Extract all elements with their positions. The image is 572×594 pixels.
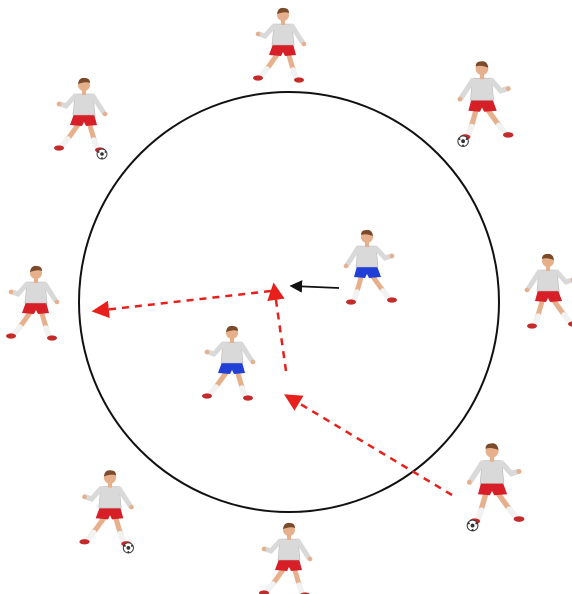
ball-icon	[467, 520, 478, 531]
ball-icon	[97, 149, 107, 159]
ball-icon	[123, 543, 133, 553]
ball-icon	[458, 136, 469, 147]
